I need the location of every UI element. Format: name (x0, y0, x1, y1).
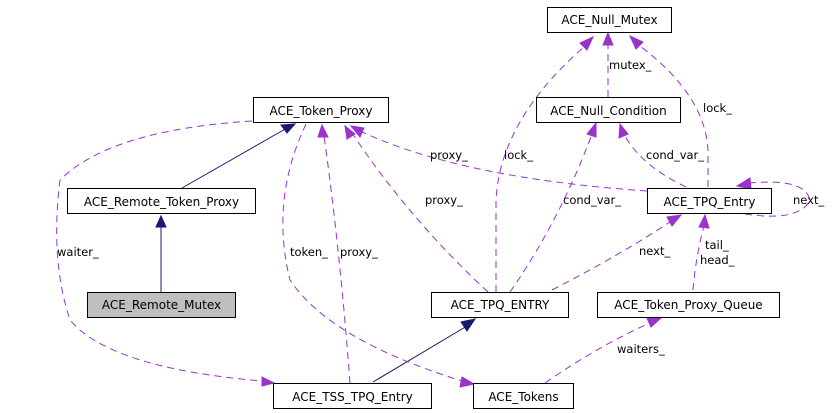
arrowhead-tail-head (698, 213, 710, 229)
edge-lock-tpq-entry (639, 45, 709, 187)
arrowhead-next-tpq-entry-upper (666, 214, 683, 227)
node-label: ACE_Null_Condition (550, 104, 666, 118)
node-label: ACE_TPQ_Entry (664, 195, 756, 209)
node-label: ACE_Null_Mutex (561, 13, 657, 27)
edge-label-lock-tpq-entry: lock_ (703, 101, 732, 115)
node-label: ACE_Token_Proxy_Queue (614, 298, 762, 312)
edge-label-proxy-tpq-entry: proxy_ (430, 148, 468, 162)
arrowhead-mutex (602, 31, 614, 46)
edge-remote-token-proxy-to-token-proxy (181, 127, 288, 189)
node-label: ACE_TSS_TPQ_Entry (292, 390, 412, 404)
node-ace-tokens[interactable]: ACE_Tokens (473, 383, 574, 409)
node-ace-remote-mutex[interactable]: ACE_Remote_Mutex (87, 292, 236, 318)
edge-label-mutex: mutex_ (609, 58, 652, 72)
edge-tss-tpq-entry-to-tpq-entry-upper (372, 325, 468, 383)
edge-labels: mutex_ lock_ lock_ cond_var_ cond_var_ p… (57, 58, 824, 356)
usage-edges (56, 31, 811, 388)
edge-waiter (56, 120, 263, 382)
edge-proxy-tpq-entry-upper (351, 132, 489, 293)
arrowhead-token (459, 376, 476, 388)
edge-label-next-tpq-entry-upper: next_ (639, 244, 670, 258)
arrowhead-proxy-tpq-entry-upper (344, 124, 356, 140)
edge-label-lock-tpq-entry-upper: lock_ (504, 148, 533, 162)
edge-cond-var-tpq-entry (623, 133, 687, 188)
edge-next-self (744, 181, 811, 217)
node-ace-null-mutex[interactable]: ACE_Null_Mutex (547, 7, 672, 33)
node-label: ACE_Tokens (488, 390, 558, 404)
edge-label-cond-var-tpq-entry: cond_var_ (646, 148, 704, 162)
edge-label-token: token_ (290, 245, 328, 259)
node-ace-tpq-entry-upper[interactable]: ACE_TPQ_ENTRY (431, 292, 569, 318)
node-label: ACE_Remote_Token_Proxy (84, 195, 239, 209)
node-ace-tss-tpq-entry[interactable]: ACE_TSS_TPQ_Entry (273, 383, 432, 409)
edge-tail-head (692, 225, 705, 291)
edge-waiters (544, 322, 651, 384)
node-ace-token-proxy-queue[interactable]: ACE_Token_Proxy_Queue (597, 292, 780, 318)
edge-proxy-tss-tpq-entry (323, 135, 351, 384)
edge-label-tail: tail_ (705, 238, 729, 252)
node-ace-null-condition[interactable]: ACE_Null_Condition (536, 97, 681, 123)
edge-lock-tpq-entry-upper (495, 45, 586, 292)
node-ace-tpq-entry[interactable]: ACE_TPQ_Entry (647, 188, 772, 214)
inheritance-edges (155, 123, 477, 383)
edge-label-proxy-tss-tpq-entry: proxy_ (340, 245, 378, 259)
edge-label-cond-var-tpq-entry-upper: cond_var_ (563, 193, 621, 207)
node-label: ACE_Remote_Mutex (102, 298, 221, 312)
arrowhead-waiters (646, 317, 663, 328)
edge-cond-var-tpq-entry-upper (509, 133, 593, 293)
edge-label-head: head_ (700, 253, 735, 267)
arrowhead-waiter (261, 376, 276, 387)
node-ace-remote-token-proxy[interactable]: ACE_Remote_Token_Proxy (67, 188, 256, 214)
arrowhead-next-self (735, 177, 752, 190)
node-ace-token-proxy[interactable]: ACE_Token_Proxy (253, 97, 389, 123)
arrowhead-cond-var-tpq-entry (618, 122, 629, 139)
arrowhead-inherit-token-proxy (280, 123, 297, 134)
edge-label-proxy-tpq-entry-upper: proxy_ (425, 193, 463, 207)
edge-next-tpq-entry-upper (551, 221, 671, 291)
arrowhead-inherit-tpq-entry-upper (460, 318, 477, 332)
arrowhead-proxy-tpq-entry (349, 125, 365, 138)
arrowhead-proxy-tss-tpq-entry (317, 123, 329, 138)
node-label: ACE_TPQ_ENTRY (451, 298, 550, 312)
edge-token (282, 123, 463, 382)
arrowhead-inherit-remote-token-proxy (155, 214, 167, 228)
arrowhead-cond-var-tpq-entry-upper (586, 121, 597, 138)
arrowhead-lock-tpq-entry-upper (579, 35, 595, 51)
edge-label-waiter: waiter_ (57, 245, 99, 259)
edge-proxy-tpq-entry (359, 130, 648, 192)
edge-label-next-self: next_ (793, 193, 824, 207)
node-label: ACE_Token_Proxy (270, 104, 373, 118)
edge-label-waiters: waiters_ (617, 342, 665, 356)
arrowhead-lock-tpq-entry (628, 34, 644, 50)
